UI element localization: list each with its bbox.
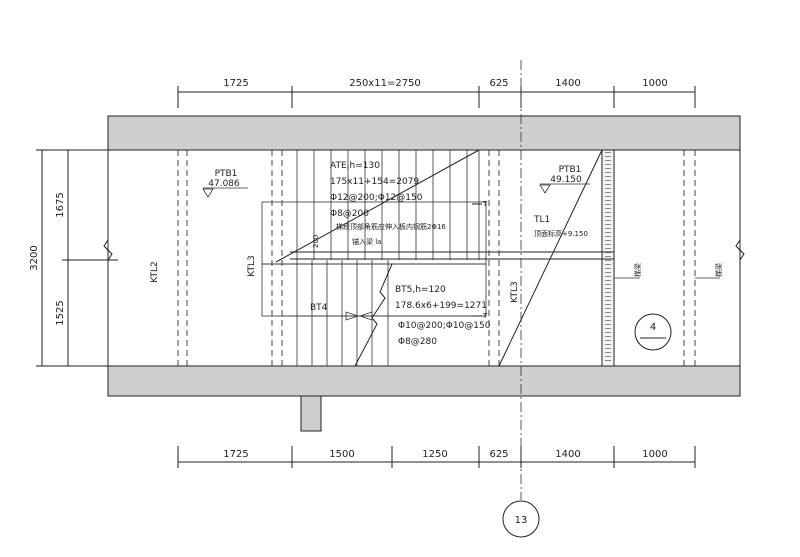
section-mark-number: 4	[650, 322, 656, 333]
bottom-dimension-chain: 1725 1500 1250 625 1400 1000	[177, 446, 696, 468]
masonry-wall	[601, 149, 615, 367]
wall-note-right: 梯梁	[714, 263, 723, 277]
lower-flight-treads	[296, 260, 389, 366]
wall-note-left: 梯梁	[633, 263, 642, 277]
top-dim-4: 1400	[555, 78, 580, 89]
bottom-dim-5: 1400	[555, 449, 580, 460]
top-dimension-chain: 1725 250x11=2750 625 1400 1000	[177, 78, 696, 108]
left-dimension-chain: 3200 1675 1525	[29, 149, 118, 367]
upper-flight-outline	[261, 201, 487, 265]
bottom-dim-3: 1250	[422, 449, 447, 460]
tl1-note: 顶面标高+9.150	[534, 229, 588, 238]
ktl3-left-label: KTL3	[247, 255, 257, 276]
bt5-spec-4: Φ8@280	[398, 337, 437, 347]
bottom-beam-stub	[300, 395, 322, 432]
elevation-left: 47.086	[208, 179, 240, 189]
top-dim-1: 1725	[223, 78, 248, 89]
bottom-dim-1: 1725	[223, 449, 248, 460]
upper-flight-treads	[296, 150, 480, 260]
bt5-spec-2: 178.6x6+199=1271	[395, 301, 487, 311]
lower-flight-break	[354, 263, 393, 367]
bt5-spec-3: Φ10@200;Φ10@150	[398, 321, 491, 331]
t-mark-upper: T	[482, 200, 488, 208]
ate-spec-4: Φ8@200	[330, 209, 369, 219]
bottom-dim-6: 1000	[642, 449, 667, 460]
bottom-dim-4: 625	[489, 449, 508, 460]
right-break-mark	[735, 239, 745, 261]
left-dim-lower: 1525	[55, 300, 66, 325]
ate-spec-2: 175x11+154=2079	[330, 177, 419, 187]
axis-bubble-number: 13	[515, 515, 528, 526]
section-mark-circle	[634, 313, 672, 351]
right-flight-diagonal	[498, 149, 603, 367]
ptb1-right-label: PTB1	[559, 165, 582, 175]
top-dim-3: 625	[489, 78, 508, 89]
bt4-label: BT4	[310, 303, 328, 313]
rebar-note-2: 锚入梁 la	[352, 237, 381, 246]
axis-bubble-13	[502, 500, 540, 538]
left-dim-total: 3200	[29, 245, 40, 270]
ktl2-label: KTL2	[150, 261, 160, 282]
ate-spec-1: ATE,h=130	[330, 161, 380, 171]
elevation-right: 49.150	[550, 175, 582, 185]
top-dim-2: 250x11=2750	[349, 78, 421, 89]
bt5-spec-1: BT5,h=120	[395, 285, 446, 295]
ptb1-left-label: PTB1	[215, 169, 238, 179]
tl1-label: TL1	[533, 215, 550, 225]
ate-spec-3: Φ12@200;Φ12@150	[330, 193, 423, 203]
bottom-slab	[107, 365, 741, 397]
ktl3-mid-label: KTL3	[510, 281, 520, 302]
rebar-note-1: 梯段顶部角筋应伸入板内钢筋2Φ16	[336, 222, 446, 231]
dim-200: 200	[312, 235, 320, 248]
bottom-dim-2: 1500	[329, 449, 354, 460]
left-break-mark	[103, 239, 113, 261]
t-mark-lower: T	[482, 312, 488, 320]
upper-flight-diagonal	[275, 149, 480, 263]
top-dim-5: 1000	[642, 78, 667, 89]
left-dim-upper: 1675	[55, 192, 66, 217]
top-slab	[107, 115, 741, 151]
